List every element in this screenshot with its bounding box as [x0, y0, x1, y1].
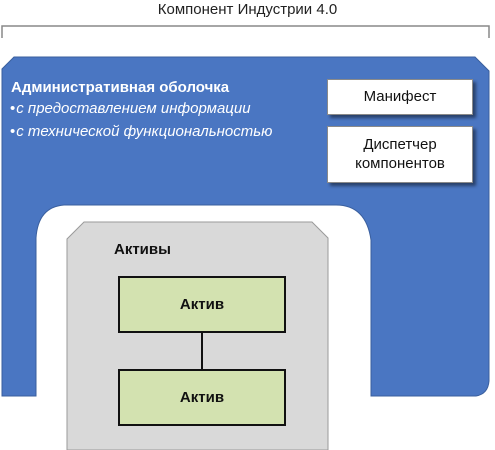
component-manager-box: Диспетчер компонентов	[327, 126, 473, 183]
asset-label: Актив	[179, 296, 225, 313]
asset-box: Актив	[118, 276, 286, 333]
manifest-label: Манифест	[363, 87, 437, 105]
manifest-box: Манифест	[327, 79, 473, 115]
bullet-text: с технической функциональностью	[16, 123, 273, 140]
asset-label: Актив	[179, 389, 225, 406]
asset-box: Актив	[118, 369, 286, 426]
bullet-item: •с технической функциональностью	[10, 124, 272, 139]
component-manager-label-line1: Диспетчер	[363, 135, 437, 153]
bullet-item: •с предоставлением информации	[10, 101, 251, 116]
assets-title: Активы	[114, 241, 171, 258]
bullet-dot-icon: •	[10, 100, 16, 117]
bullet-dot-icon: •	[10, 123, 16, 140]
component-manager-label-line2: компонентов	[355, 154, 445, 172]
component-bracket	[1, 25, 490, 38]
admin-shell-title: Административная оболочка	[11, 79, 230, 96]
bullet-text: с предоставлением информации	[16, 100, 251, 117]
component-title: Компонент Индустрии 4.0	[157, 1, 338, 18]
